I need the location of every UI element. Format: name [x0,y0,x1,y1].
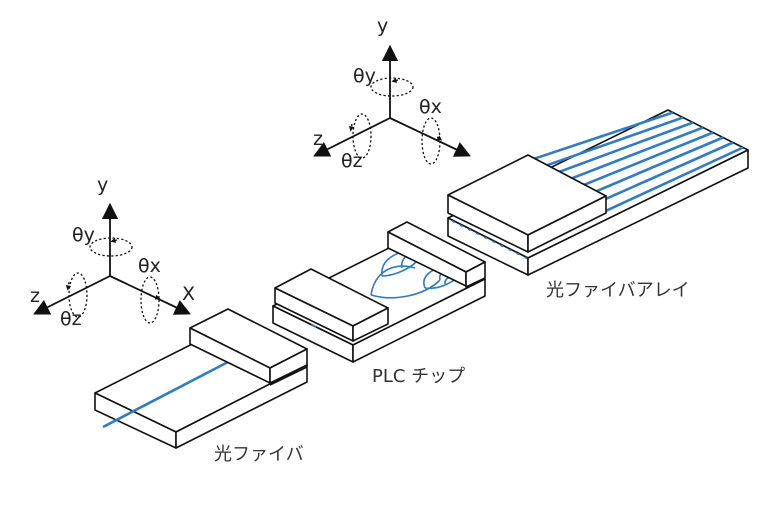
array-fiber-line [535,116,684,171]
theta-x-label: θx [138,255,161,277]
theta-y-label: θy [72,224,95,246]
axes-upper: y z θy θx θz [313,15,471,172]
theta-y-rotation-icon [89,237,133,257]
theta-x-arrowhead-icon [154,294,161,300]
theta-z-arrowhead-icon [65,281,71,291]
z-axis-arrow [33,275,111,315]
theta-y-arrowhead-icon [391,77,399,83]
plc-base-front-face [352,278,486,363]
array-lid-front-face [527,195,607,253]
array-label: 光ファイバアレイ [546,280,690,301]
plc-left-port-mark [310,324,317,328]
fiber-block[interactable]: 光ファイバ [94,308,308,465]
x-axis-arrow [109,275,191,315]
array-fiber-line [524,111,674,163]
plc-back-lid-front-face [465,261,486,288]
array-fiber-lines [524,111,744,215]
theta-x-label: θx [419,96,442,118]
theta-z-arrowhead-icon [348,123,355,132]
theta-x-rotation-icon [421,117,441,165]
array-fiber-line [589,141,734,208]
fiber-core-line [102,360,229,429]
plc-label: PLC チップ [372,366,465,387]
fiber-base-front-face [175,364,308,449]
y-axis-label: y [97,174,108,196]
x-axis-label: X [182,283,195,305]
z-axis-label: z [313,128,323,150]
theta-x-rotation-icon [140,276,160,324]
array-fiber-line [600,146,744,215]
theta-z-label: θz [60,308,82,330]
array-fiber-line [557,126,704,186]
array-fiber-line [546,121,694,178]
theta-y-rotation-icon [370,77,414,97]
theta-z-rotation-icon [68,272,88,318]
array-fiber-line [567,131,714,193]
theta-y-label: θy [353,65,376,87]
z-axis-label: z [30,285,40,307]
theta-z-rotation-icon [352,113,372,159]
axes-lower: y z X θy θx θz [30,174,195,330]
y-axis-label: y [377,15,388,37]
theta-z-label: θz [341,150,363,172]
fiber-lid-front-face [269,348,308,384]
fiber-label: 光ファイバ [214,444,304,465]
x-axis-arrow [389,117,471,157]
theta-y-arrowhead-icon [110,237,118,243]
fiber-array[interactable]: 光ファイバアレイ [447,109,749,301]
plc-front-lid-front-face [352,307,389,342]
theta-x-arrowhead-icon [436,135,443,141]
array-fiber-line [578,136,724,200]
array-base-front-face [527,149,749,276]
plc-chip[interactable]: PLC チップ [272,221,486,387]
fiber-lid-seam [269,366,308,386]
